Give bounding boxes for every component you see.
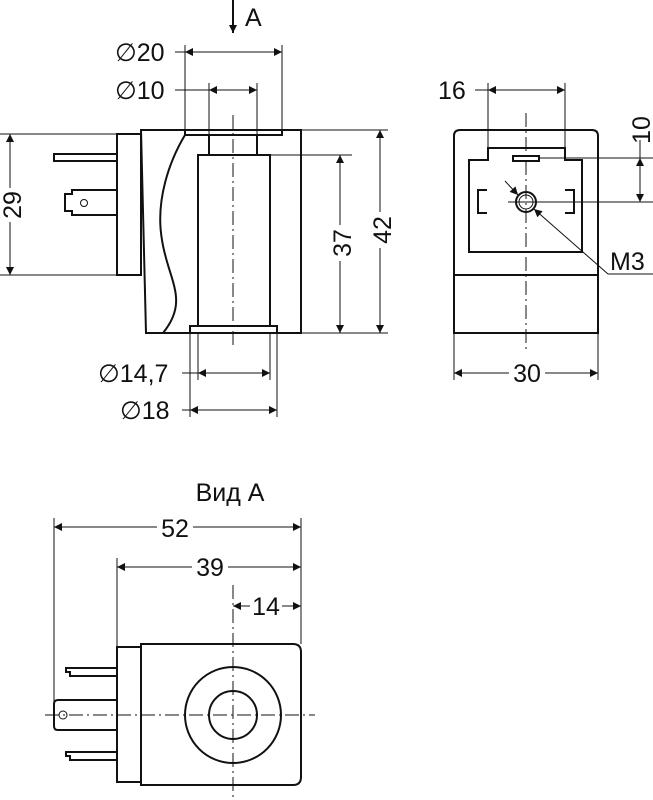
view-a-title: Вид А: [196, 479, 265, 507]
pin-top: [65, 667, 117, 677]
section-hatch-left: [159, 134, 210, 334]
dim-d14-7-label: ∅14,7: [98, 360, 168, 388]
m3-leader: [533, 208, 609, 275]
pin-bottom: [65, 751, 117, 761]
dim-52-label: 52: [161, 515, 189, 543]
dim-d10-label: ∅10: [115, 77, 165, 105]
dim-29-label: 29: [0, 191, 27, 219]
view-a-label: A: [245, 4, 262, 32]
dim-42-label: 42: [369, 216, 397, 244]
coil-body: [140, 643, 302, 786]
tab-hole: [80, 199, 88, 207]
dim-d20-label: ∅20: [115, 39, 165, 67]
dim-14-label: 14: [252, 593, 280, 621]
ground-tab: [64, 189, 117, 216]
tube-bore: [197, 154, 271, 327]
clip-left: [477, 189, 487, 214]
view-a: Вид А 52 39 14: [45, 479, 315, 800]
thread-label: M3: [610, 248, 645, 276]
dim-d18-label: ∅18: [120, 397, 170, 425]
dim-37-label: 37: [329, 229, 357, 257]
dim-10-label: 10: [628, 116, 653, 144]
connector-block: [116, 133, 142, 276]
front-section-view: A ∅20 ∅10 ∅14,7 ∅18: [0, 0, 397, 425]
section-hatch-right: [256, 129, 302, 334]
dim-16-label: 16: [438, 77, 466, 105]
pin: [53, 153, 118, 162]
side-view: 16 10 M3 30: [438, 77, 653, 388]
coil-body: [139, 129, 302, 334]
dim-30-label: 30: [513, 360, 541, 388]
connector-housing: [453, 129, 599, 334]
dim-39-label: 39: [196, 554, 224, 582]
